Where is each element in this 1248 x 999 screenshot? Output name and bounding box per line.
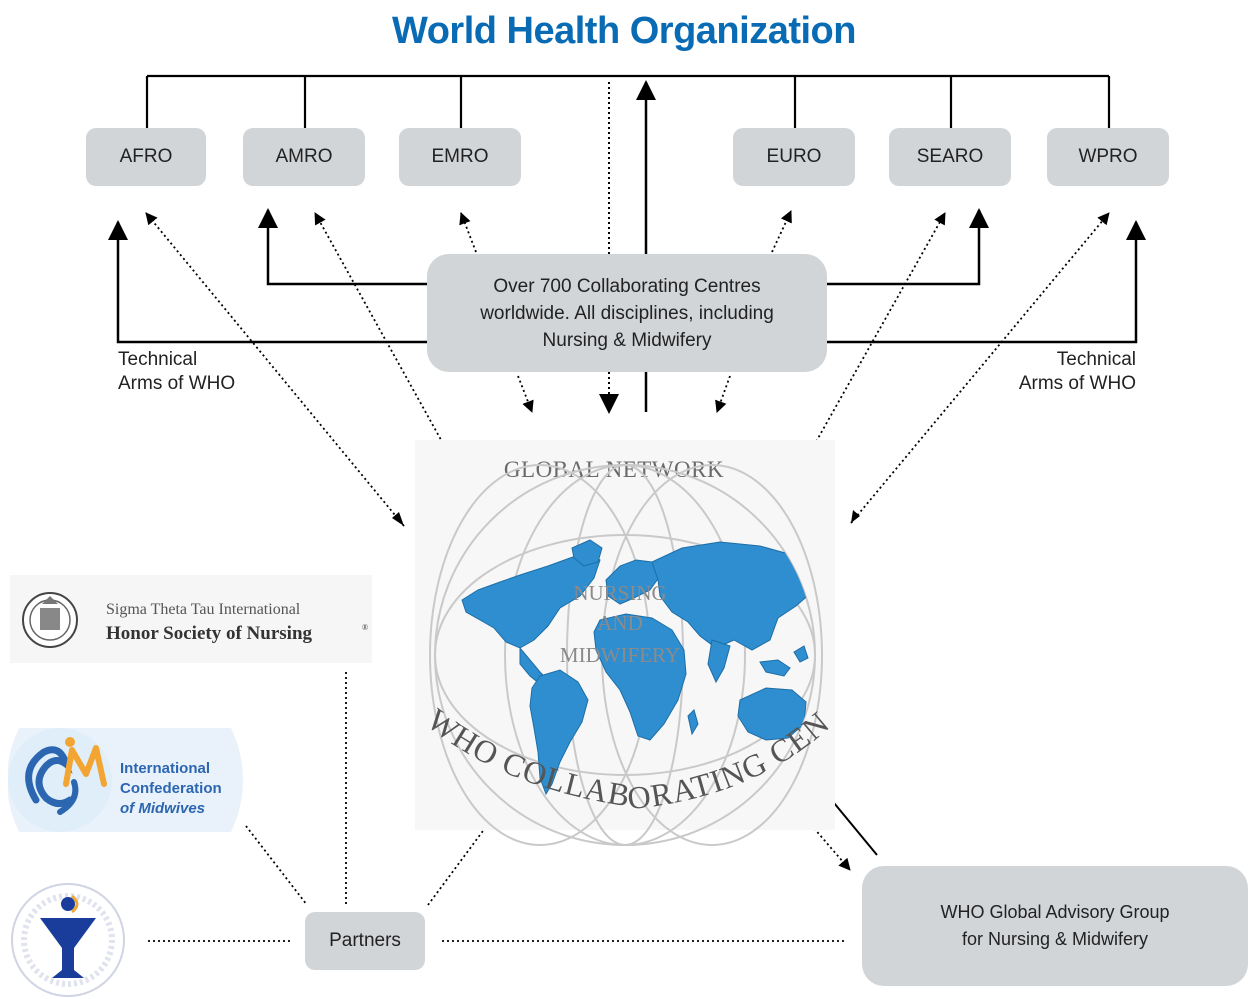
world-map <box>461 539 815 796</box>
solid-region-arrows <box>108 208 1146 344</box>
region-label-euro: EURO <box>766 146 822 167</box>
icm-logo: International Confederation of Midwives <box>8 728 243 832</box>
technical-arms-left: Technical Arms of WHO <box>118 349 236 394</box>
icm-text-1: International <box>120 760 210 777</box>
icm-text-3: of Midwives <box>120 800 205 817</box>
network-center-text-3: MIDWIFERY <box>560 643 680 667</box>
collaborating-centres-box: Over 700 Collaborating Centres worldwide… <box>427 254 827 372</box>
page-title: World Health Organization <box>392 10 856 52</box>
region-label-afro: AFRO <box>119 146 173 167</box>
network-rings <box>429 464 823 846</box>
partners-box: Partners <box>305 912 425 970</box>
region-box-wpro: WPRO <box>1047 128 1169 186</box>
global-network-emblem: GLOBAL NETWORK <box>0 0 835 846</box>
region-label-emro: EMRO <box>431 146 489 167</box>
icm-text-2: Confederation <box>120 780 222 797</box>
dotted-region-links <box>145 210 1110 527</box>
org-bracket <box>145 74 1111 129</box>
region-label-wpro: WPRO <box>1078 146 1138 167</box>
network-center-text-1: NURSING <box>573 581 666 605</box>
region-box-searo: SEARO <box>889 128 1011 186</box>
icn-logo <box>11 883 125 997</box>
region-box-amro: AMRO <box>243 128 365 186</box>
collaborating-centres-text: Over 700 Collaborating Centres worldwide… <box>480 275 774 351</box>
sigma-line1: Sigma Theta Tau International <box>106 601 301 618</box>
advisory-group-text: WHO Global Advisory Group for Nursing & … <box>940 902 1170 949</box>
region-box-euro: EURO <box>733 128 855 186</box>
network-center-text-2: AND <box>597 611 643 635</box>
partners-label: Partners <box>329 930 401 951</box>
region-label-searo: SEARO <box>916 146 984 167</box>
sigma-line2: Honor Society of Nursing <box>106 623 313 644</box>
advisory-group-box: WHO Global Advisory Group for Nursing & … <box>862 866 1248 986</box>
sigma-logo: Sigma Theta Tau International Honor Soci… <box>10 575 372 663</box>
region-box-afro: AFRO <box>86 128 206 186</box>
technical-arms-right: Technical Arms of WHO <box>1018 349 1136 394</box>
region-box-emro: EMRO <box>399 128 521 186</box>
region-label-amro: AMRO <box>275 146 333 167</box>
sigma-mark: ® <box>362 623 368 632</box>
